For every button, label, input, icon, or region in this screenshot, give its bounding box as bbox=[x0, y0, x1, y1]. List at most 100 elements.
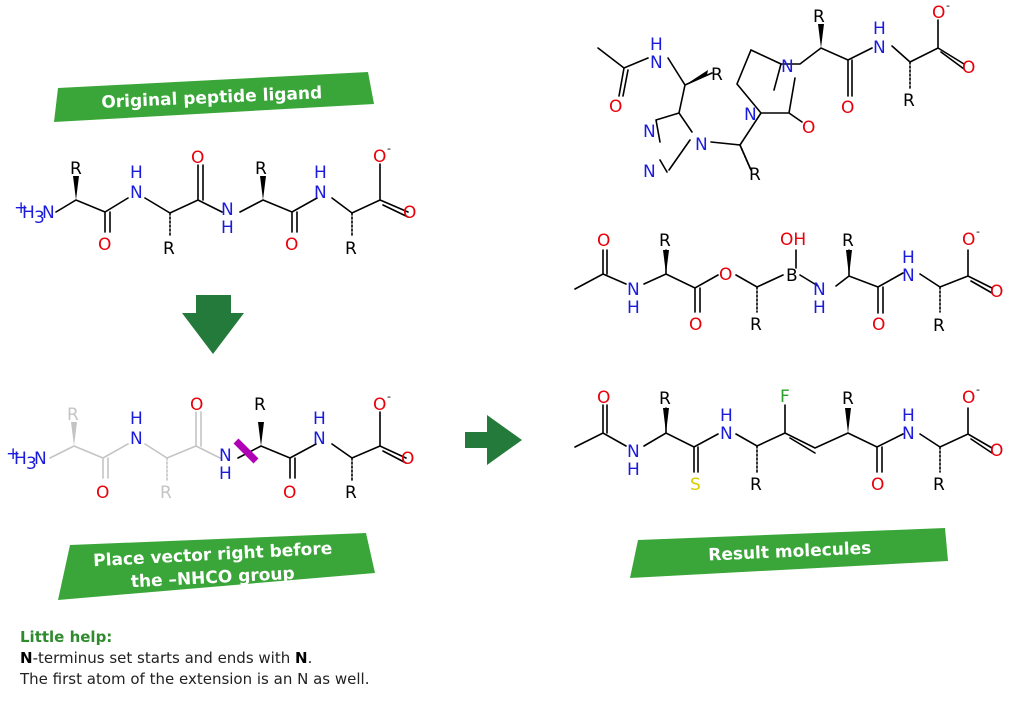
nh3-sub: 3 bbox=[26, 454, 37, 474]
result-molecule-triazole: H N R O N N N R N O N R O H N R O - O bbox=[597, 0, 975, 185]
r-label: R bbox=[160, 483, 172, 503]
help-bold-n: N bbox=[295, 649, 308, 667]
molecule-vector-placement: + H 3 N R O H N R O N H R O H N R O - O bbox=[6, 390, 414, 503]
oxygen-label: O bbox=[689, 315, 702, 335]
hydrogen-label: H bbox=[650, 35, 663, 55]
nitrogen-label: N bbox=[813, 280, 826, 300]
result-molecule-boron: O R N H O O R OH B N H R O H N R O - O bbox=[574, 225, 1003, 336]
minus-sign: - bbox=[976, 383, 980, 396]
arrow-right bbox=[465, 415, 522, 465]
oxygen-label: O bbox=[872, 315, 885, 335]
nitrogen-label: N bbox=[695, 135, 708, 155]
hydrogen-label: H bbox=[873, 19, 886, 39]
r-label: R bbox=[750, 475, 762, 495]
oxygen-label: O bbox=[190, 395, 203, 415]
r-label: R bbox=[255, 159, 267, 179]
hydrogen-label: H bbox=[627, 460, 640, 480]
oxygen-label: O bbox=[597, 231, 610, 251]
oxygen-label: O bbox=[802, 118, 815, 138]
help-title: Little help: bbox=[20, 628, 113, 646]
help-line-1: N-terminus set starts and ends with N. bbox=[20, 648, 369, 669]
oxygen-minus-label: O bbox=[932, 3, 945, 23]
nitrogen-label: N bbox=[643, 122, 656, 142]
nh3-sub: 3 bbox=[34, 208, 45, 228]
help-line-2: The first atom of the extension is an N … bbox=[20, 670, 370, 688]
nh3-h: H bbox=[14, 449, 27, 469]
nitrogen-label: N bbox=[627, 280, 640, 300]
r-label: R bbox=[933, 316, 945, 336]
r-label: R bbox=[70, 159, 82, 179]
nitrogen-label: N bbox=[313, 429, 326, 449]
oxygen-label: O bbox=[962, 58, 975, 78]
r-label: R bbox=[659, 231, 671, 251]
minus-sign: - bbox=[976, 225, 980, 238]
nitrogen-label: N bbox=[314, 183, 327, 203]
r-label: R bbox=[750, 315, 762, 335]
minus-sign: - bbox=[387, 142, 391, 155]
oxygen-label: O bbox=[597, 388, 610, 408]
oxygen-minus-label: O bbox=[962, 230, 975, 250]
banner-result-molecules: Result molecules bbox=[630, 528, 948, 578]
molecule-original-peptide: + H 3 N R O H N R O N H R O H N R O - O bbox=[14, 142, 416, 259]
hydrogen-label: H bbox=[219, 464, 232, 484]
r-label: R bbox=[842, 231, 854, 251]
nh3-plus: + bbox=[14, 198, 28, 218]
oxygen-label: O bbox=[401, 449, 414, 469]
oxygen-minus-label: O bbox=[373, 147, 386, 167]
nh3-h: H bbox=[22, 203, 35, 223]
oxygen-label: O bbox=[191, 148, 204, 168]
oxygen-label: O bbox=[841, 98, 854, 118]
help-box: Little help: N-terminus set starts and e… bbox=[20, 627, 369, 690]
r-label: R bbox=[67, 405, 79, 425]
r-label: R bbox=[659, 389, 671, 409]
hydrogen-label: H bbox=[130, 409, 143, 429]
r-label: R bbox=[842, 389, 854, 409]
arrow-down bbox=[182, 295, 244, 354]
r-label: R bbox=[749, 165, 761, 185]
oxygen-label: O bbox=[283, 483, 296, 503]
nitrogen-label: N bbox=[643, 162, 656, 182]
nitrogen-label: N bbox=[902, 424, 915, 444]
fluorine-label: F bbox=[780, 387, 790, 407]
r-label: R bbox=[711, 65, 723, 85]
nitrogen-label: N bbox=[650, 53, 663, 73]
hydroxyl-label: OH bbox=[780, 230, 806, 250]
nitrogen-label: N bbox=[873, 38, 886, 58]
nh3-n: N bbox=[42, 203, 55, 223]
nh3-plus: + bbox=[6, 444, 20, 464]
help-text: . bbox=[307, 649, 313, 667]
boron-label: B bbox=[786, 266, 798, 286]
nitrogen-label: N bbox=[781, 57, 794, 77]
nitrogen-label: N bbox=[130, 429, 143, 449]
vector-cut-marker bbox=[233, 438, 259, 464]
r-label: R bbox=[254, 395, 266, 415]
hydrogen-label: H bbox=[130, 163, 143, 183]
help-text: -terminus set starts and ends with bbox=[32, 649, 295, 667]
nitrogen-label: N bbox=[744, 105, 757, 125]
oxygen-minus-label: O bbox=[373, 395, 386, 415]
hydrogen-label: H bbox=[314, 163, 327, 183]
oxygen-label: O bbox=[719, 265, 732, 285]
oxygen-label: O bbox=[990, 282, 1003, 302]
nitrogen-label: N bbox=[221, 200, 234, 220]
hydrogen-label: H bbox=[627, 298, 640, 318]
hydrogen-label: H bbox=[313, 409, 326, 429]
oxygen-label: O bbox=[990, 441, 1003, 461]
r-label: R bbox=[163, 239, 175, 259]
r-label: R bbox=[345, 239, 357, 259]
r-label: R bbox=[903, 91, 915, 111]
hydrogen-label: H bbox=[813, 298, 826, 318]
r-label: R bbox=[813, 7, 825, 27]
oxygen-label: O bbox=[403, 203, 416, 223]
help-bold-n: N bbox=[20, 649, 33, 667]
nitrogen-label: N bbox=[130, 183, 143, 203]
nitrogen-label: N bbox=[219, 446, 232, 466]
nitrogen-label: N bbox=[720, 424, 733, 444]
banner-place-vector: Place vector right before the –NHCO grou… bbox=[58, 533, 375, 600]
nitrogen-label: N bbox=[902, 266, 915, 286]
nh3-n: N bbox=[34, 449, 47, 469]
oxygen-minus-label: O bbox=[962, 388, 975, 408]
oxygen-label: O bbox=[96, 483, 109, 503]
hydrogen-label: H bbox=[221, 218, 234, 238]
